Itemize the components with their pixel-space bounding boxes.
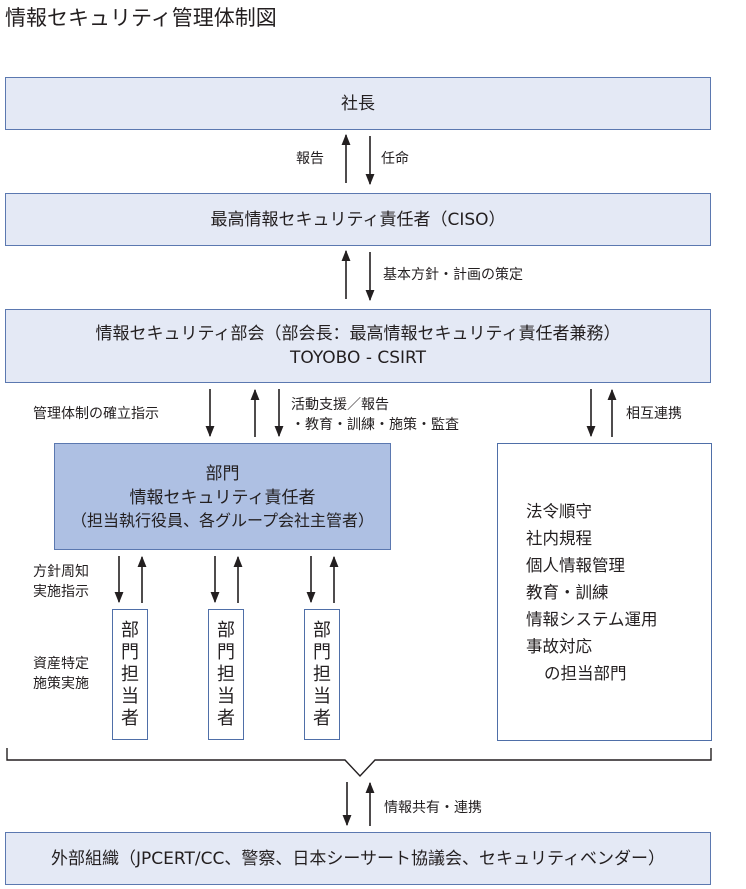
- page-title: 情報セキュリティ管理体制図: [5, 6, 277, 30]
- policy-label-line1: 方針周知: [33, 564, 89, 580]
- dept-label-line2: 情報セキュリティ責任者: [129, 487, 316, 508]
- department-staff-box-2: 部門担当者: [208, 609, 244, 740]
- mutual-cooperation-label: 相互連携: [626, 406, 682, 422]
- responsible-dept-item: 事故対応: [526, 636, 592, 656]
- appoint-label: 任命: [381, 151, 409, 167]
- committee-label-line1: 情報セキュリティ部会（部会長：最高情報セキュリティ責任者兼務）: [95, 324, 621, 344]
- basic-policy-label: 基本方針・計画の策定: [383, 267, 523, 283]
- grouping-brace: [6, 748, 712, 778]
- external-label: 外部組織（JPCERT/CC、警察、日本シーサート協議会、セキュリティベンダー）: [51, 848, 665, 869]
- department-staff-label: 部門担当者: [313, 619, 331, 729]
- responsible-dept-item: 教育・訓練: [526, 582, 609, 602]
- department-staff-label: 部門担当者: [217, 619, 235, 729]
- president-label: 社長: [341, 93, 375, 114]
- president-box: 社長: [5, 77, 711, 130]
- security-committee-box: 情報セキュリティ部会（部会長：最高情報セキュリティ責任者兼務） TOYOBO -…: [5, 309, 711, 383]
- ciso-label: 最高情報セキュリティ責任者（CISO）: [210, 209, 506, 230]
- asset-label-line1: 資産特定: [33, 656, 89, 672]
- ciso-box: 最高情報セキュリティ責任者（CISO）: [5, 193, 711, 246]
- committee-label-line2: TOYOBO - CSIRT: [290, 348, 426, 368]
- support-label-line2: ・教育・訓練・施策・監査: [291, 417, 459, 433]
- department-security-officer-box: 部門 情報セキュリティ責任者 （担当執行役員、各グループ会社主管者）: [54, 443, 391, 550]
- department-staff-label: 部門担当者: [121, 619, 139, 729]
- info-share-label: 情報共有・連携: [384, 800, 482, 816]
- responsible-dept-item: 情報システム運用: [526, 609, 658, 629]
- responsible-dept-item: 社内規程: [526, 528, 592, 548]
- policy-label-line2: 実施指示: [33, 584, 89, 600]
- responsible-dept-item: の担当部門: [544, 663, 627, 683]
- dept-label-line1: 部門: [205, 463, 240, 484]
- management-instruction-label: 管理体制の確立指示: [33, 406, 159, 422]
- department-staff-box-1: 部門担当者: [112, 609, 148, 740]
- report-label: 報告: [296, 151, 324, 167]
- responsible-dept-item: 個人情報管理: [526, 555, 625, 575]
- asset-label-line2: 施策実施: [33, 676, 89, 692]
- support-label-line1: 活動支援／報告: [291, 397, 389, 413]
- responsible-dept-item: 法令順守: [526, 501, 592, 521]
- dept-label-line3: （担当執行役員、各グループ会社主管者）: [70, 510, 375, 530]
- responsible-departments-box: 法令順守 社内規程 個人情報管理 教育・訓練 情報システム運用 事故対応 の担当…: [497, 443, 712, 741]
- external-organizations-box: 外部組織（JPCERT/CC、警察、日本シーサート協議会、セキュリティベンダー）: [5, 832, 711, 885]
- department-staff-box-3: 部門担当者: [304, 609, 340, 740]
